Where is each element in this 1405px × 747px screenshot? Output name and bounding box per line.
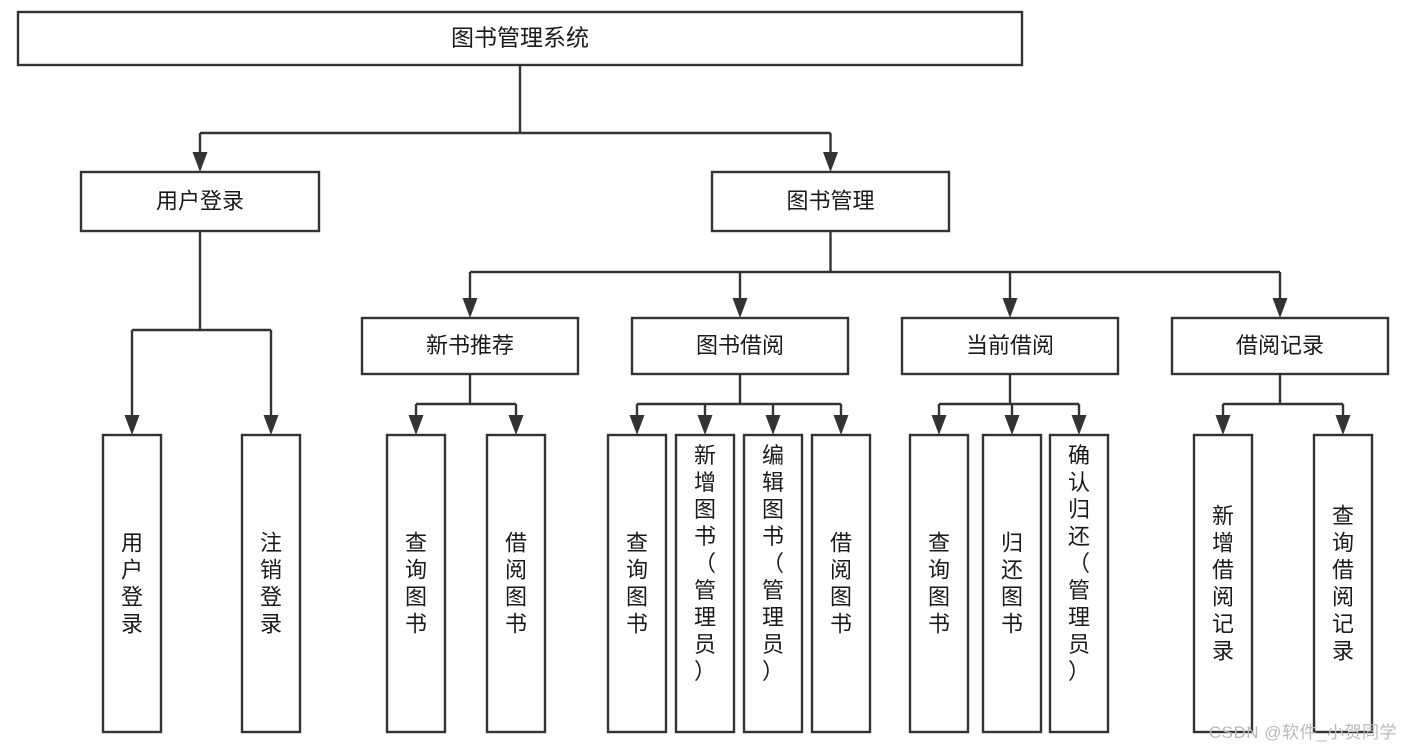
node-box bbox=[1048, 433, 1110, 734]
arrow-head-icon bbox=[124, 415, 140, 435]
node-box bbox=[240, 433, 302, 734]
node-box bbox=[1192, 433, 1254, 734]
arrow-head-icon bbox=[629, 415, 645, 435]
node-new-book-rec[interactable]: 新书推荐 bbox=[360, 316, 580, 376]
node-box bbox=[810, 433, 872, 734]
node-box bbox=[16, 10, 1024, 67]
node-label-vertical: 查询借阅记录 bbox=[1332, 504, 1354, 664]
node-leaf-query-book-3[interactable]: 查询图书 bbox=[908, 433, 970, 734]
node-box bbox=[900, 316, 1120, 376]
arrow-head-icon bbox=[697, 415, 713, 435]
node-leaf-logout[interactable]: 注销登录 bbox=[240, 433, 302, 734]
node-leaf-borrow-book-1[interactable]: 借阅图书 bbox=[485, 433, 547, 734]
node-leaf-query-book-2[interactable]: 查询图书 bbox=[606, 433, 668, 734]
node-label-vertical: 新增借阅记录 bbox=[1212, 504, 1234, 664]
node-label: 新书推荐 bbox=[426, 333, 514, 358]
node-current-borrow[interactable]: 当前借阅 bbox=[900, 316, 1120, 376]
nodes-layer: 图书管理系统用户登录图书管理新书推荐图书借阅当前借阅借阅记录用户登录注销登录查询… bbox=[16, 10, 1390, 734]
node-leaf-return-book[interactable]: 归还图书 bbox=[981, 433, 1043, 734]
node-box bbox=[710, 170, 951, 233]
node-box bbox=[630, 316, 850, 376]
node-label-vertical: 确认归还（管理员） bbox=[1068, 443, 1090, 684]
node-leaf-query-record[interactable]: 查询借阅记录 bbox=[1312, 433, 1374, 734]
arrow-head-icon bbox=[1004, 415, 1020, 435]
arrow-head-icon bbox=[408, 415, 424, 435]
connector-group bbox=[629, 374, 849, 435]
node-leaf-confirm-return[interactable]: 确认归还（管理员） bbox=[1048, 433, 1110, 734]
node-label-vertical: 查询图书 bbox=[405, 531, 427, 637]
connector-group bbox=[124, 231, 279, 435]
node-box bbox=[1312, 433, 1374, 734]
node-book-borrow[interactable]: 图书借阅 bbox=[630, 316, 850, 376]
node-leaf-add-record[interactable]: 新增借阅记录 bbox=[1192, 433, 1254, 734]
connector-group bbox=[408, 374, 524, 435]
arrow-head-icon bbox=[833, 415, 849, 435]
arrow-head-icon bbox=[263, 415, 279, 435]
node-root[interactable]: 图书管理系统 bbox=[16, 10, 1024, 67]
node-box bbox=[908, 433, 970, 734]
arrow-head-icon bbox=[508, 415, 524, 435]
arrow-head-icon bbox=[765, 415, 781, 435]
node-leaf-borrow-book-2[interactable]: 借阅图书 bbox=[810, 433, 872, 734]
arrow-head-icon bbox=[1335, 415, 1351, 435]
node-label-vertical: 归还图书 bbox=[1001, 531, 1023, 637]
node-label-vertical: 借阅图书 bbox=[830, 531, 852, 637]
node-box bbox=[1170, 316, 1390, 376]
node-box bbox=[674, 433, 736, 734]
node-box bbox=[981, 433, 1043, 734]
node-label-vertical: 用户登录 bbox=[121, 531, 143, 637]
arrow-head-icon bbox=[1215, 415, 1231, 435]
node-box bbox=[606, 433, 668, 734]
node-label: 图书借阅 bbox=[696, 333, 784, 358]
node-label-vertical: 查询图书 bbox=[928, 531, 950, 637]
node-box bbox=[360, 316, 580, 376]
connector-group bbox=[1215, 374, 1351, 435]
node-book-manage[interactable]: 图书管理 bbox=[710, 170, 951, 233]
node-leaf-add-book[interactable]: 新增图书（管理员） bbox=[674, 433, 736, 734]
arrow-head-icon bbox=[931, 415, 947, 435]
node-box bbox=[742, 433, 804, 734]
node-label-vertical: 注销登录 bbox=[260, 531, 282, 637]
node-box bbox=[485, 433, 547, 734]
node-label: 借阅记录 bbox=[1236, 333, 1324, 358]
connector-group bbox=[462, 231, 1288, 318]
node-box bbox=[101, 433, 163, 734]
node-user-login[interactable]: 用户登录 bbox=[79, 170, 321, 233]
node-label: 图书管理 bbox=[786, 188, 874, 213]
node-leaf-user-login[interactable]: 用户登录 bbox=[101, 433, 163, 734]
node-box bbox=[385, 433, 447, 734]
node-label-vertical: 查询图书 bbox=[626, 531, 648, 637]
arrow-head-icon bbox=[1002, 298, 1018, 318]
node-borrow-record[interactable]: 借阅记录 bbox=[1170, 316, 1390, 376]
arrow-head-icon bbox=[1071, 415, 1087, 435]
arrow-head-icon bbox=[1272, 298, 1288, 318]
node-leaf-edit-book[interactable]: 编辑图书（管理员） bbox=[742, 433, 804, 734]
connector-group bbox=[192, 65, 838, 172]
connectors-layer bbox=[124, 65, 1351, 435]
node-label-vertical: 借阅图书 bbox=[505, 531, 527, 637]
arrow-head-icon bbox=[732, 298, 748, 318]
node-label-vertical: 新增图书（管理员） bbox=[694, 443, 716, 684]
node-box bbox=[79, 170, 321, 233]
node-label: 图书管理系统 bbox=[451, 25, 589, 51]
arrow-head-icon bbox=[462, 298, 478, 318]
node-leaf-query-book-1[interactable]: 查询图书 bbox=[385, 433, 447, 734]
connector-group bbox=[931, 374, 1087, 435]
node-label: 当前借阅 bbox=[966, 333, 1054, 358]
csdn-watermark: CSDN @软件_小贺同学 bbox=[1208, 723, 1397, 742]
arrow-head-icon bbox=[192, 152, 208, 172]
arrow-head-icon bbox=[823, 152, 838, 172]
node-label: 用户登录 bbox=[156, 188, 244, 213]
node-label-vertical: 编辑图书（管理员） bbox=[762, 443, 784, 684]
